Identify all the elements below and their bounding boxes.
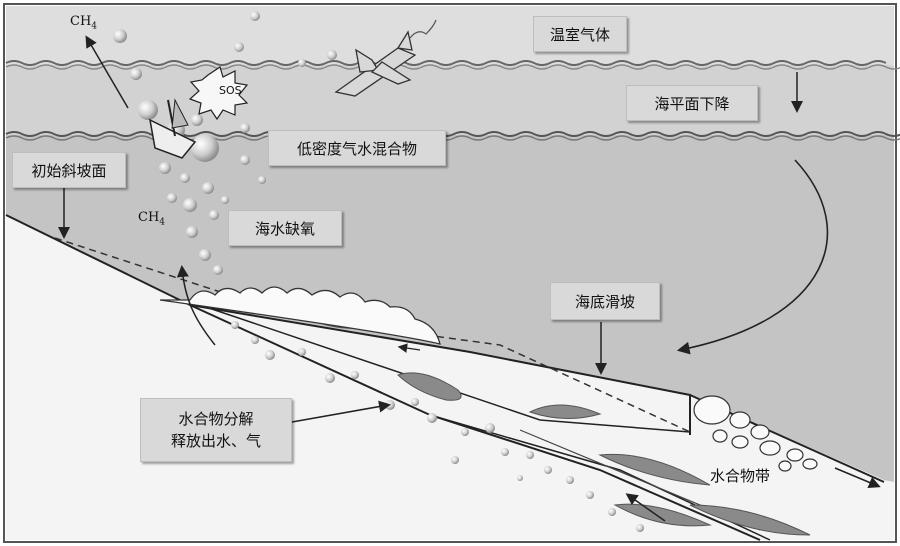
figure-frame xyxy=(3,3,897,543)
gas-water-froth xyxy=(159,286,441,345)
original-profile-dashed xyxy=(54,237,691,433)
slide-surface xyxy=(189,304,691,435)
slide-direction-arrow xyxy=(834,467,881,489)
label-hydrate-zone: 水合物带 xyxy=(709,466,770,485)
label-low-density-mixture: 低密度气水混合物 xyxy=(268,130,446,166)
upwelling-arrow xyxy=(176,265,216,346)
cycle-arrow xyxy=(676,159,829,355)
gas-migration-arrow xyxy=(625,493,666,522)
slide-plane xyxy=(199,304,691,433)
label-seafloor-landslide: 海底滑坡 xyxy=(550,282,660,320)
decomposition-arrow xyxy=(291,400,391,423)
sinking-boat-icon xyxy=(149,98,197,159)
ch4-release-arrow xyxy=(85,35,129,109)
sos-burst xyxy=(188,66,249,121)
crashing-plane-icon xyxy=(334,30,417,97)
label-hydrate-decomposition: 水合物分解 释放出水、气 xyxy=(140,398,292,462)
former-sea-level-line xyxy=(5,60,887,66)
label-initial-slope: 初始斜坡面 xyxy=(12,152,126,188)
label-greenhouse-gas: 温室气体 xyxy=(533,16,627,52)
label-ch4-top: CH4 xyxy=(70,14,98,32)
label-ch4-mid: CH4 xyxy=(138,210,166,228)
label-sea-level-drop: 海平面下降 xyxy=(626,85,758,121)
slide-rubble xyxy=(693,395,818,472)
label-seawater-hypoxia: 海水缺氧 xyxy=(228,210,342,246)
label-sos: SOS xyxy=(219,84,242,97)
